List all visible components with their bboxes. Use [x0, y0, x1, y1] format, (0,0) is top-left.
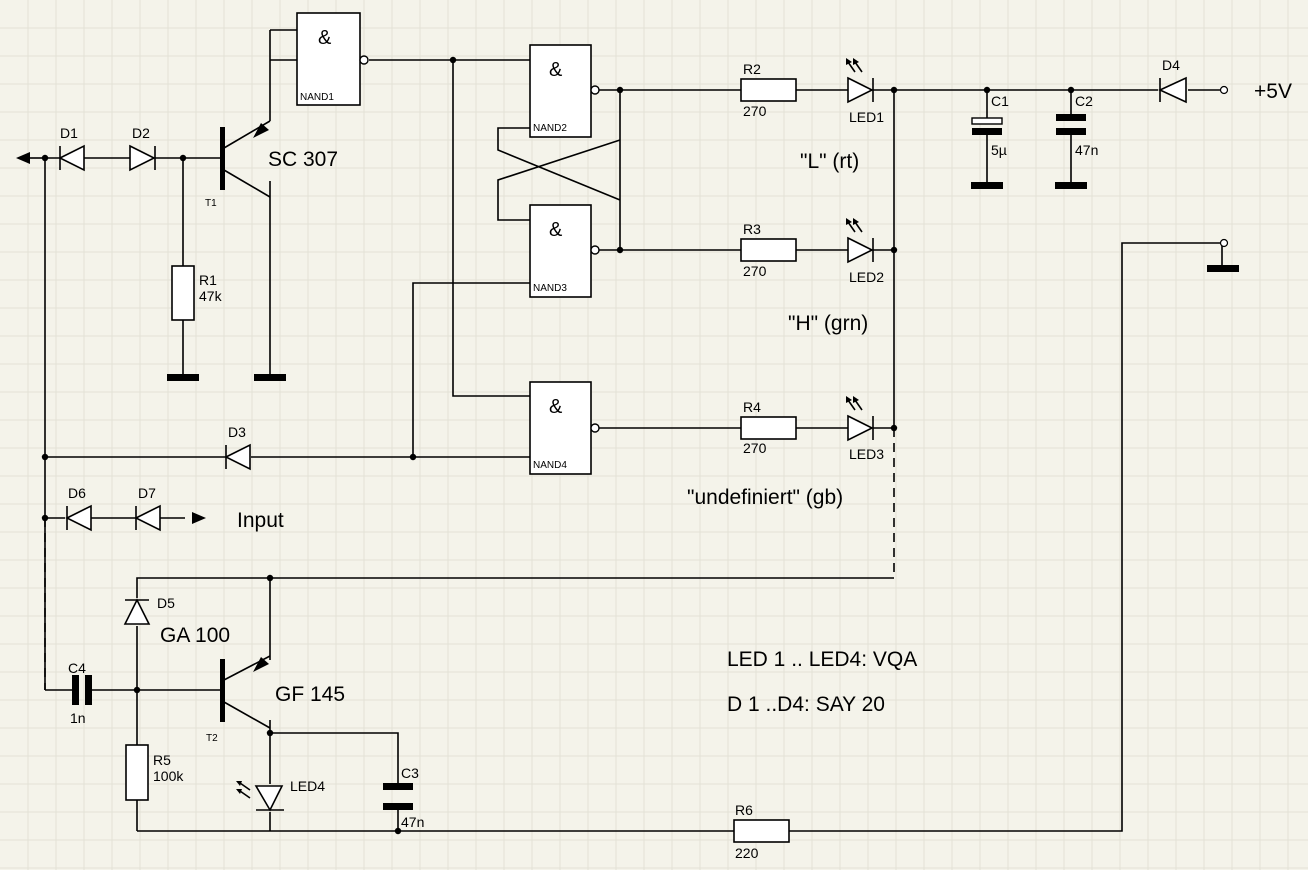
ground-terminal [1219, 238, 1229, 248]
nand1-label: NAND1 [300, 92, 334, 103]
led1-ref: LED1 [849, 109, 884, 125]
capacitor-c4: C4 1n [68, 660, 92, 726]
transistor-t2: T2 GF 145 [206, 655, 345, 744]
nand2-gate: & NAND2 [529, 44, 600, 138]
resistor-r2: R2 270 [740, 61, 797, 119]
d5-ref: D5 [157, 595, 175, 611]
led4-ref: LED4 [290, 778, 325, 794]
ground-symbol [971, 182, 1003, 189]
transistor-t1: T1 SC 307 [205, 120, 338, 209]
d6-ref: D6 [68, 485, 86, 501]
c4-ref: C4 [68, 660, 86, 676]
probe-tip-arrow [16, 152, 30, 164]
resistor-r4: R4 270 [740, 399, 797, 456]
r6-value: 220 [735, 845, 759, 861]
ground-symbol [1207, 265, 1239, 272]
state-undefined-label: "undefiniert" (gb) [687, 486, 843, 509]
nand1-symbol: & [318, 27, 332, 49]
r5-ref: R5 [153, 752, 171, 768]
led-led4: LED4 [236, 778, 325, 812]
diode-d3: D3 [224, 424, 251, 471]
c4-value: 1n [70, 710, 86, 726]
d5-type: GA 100 [160, 624, 230, 647]
diode-d5: D5 GA 100 [123, 595, 230, 647]
d2-ref: D2 [132, 125, 150, 141]
diode-d6: D6 [65, 485, 136, 532]
supply-terminal [1219, 85, 1229, 95]
r1-value: 47k [199, 288, 223, 304]
c3-value: 47n [401, 814, 424, 830]
state-low-label: "L" (rt) [800, 150, 859, 173]
ground-symbol [167, 374, 199, 381]
nand4-symbol: & [549, 396, 563, 418]
r3-value: 270 [743, 263, 767, 279]
t1-ref: T1 [205, 198, 217, 209]
c2-ref: C2 [1075, 93, 1093, 109]
c3-ref: C3 [401, 765, 419, 781]
t2-ref: T2 [206, 733, 218, 744]
led-led3: LED3 [846, 396, 884, 462]
note-leds: LED 1 .. LED4: VQA [727, 648, 917, 671]
nand3-label: NAND3 [533, 283, 567, 294]
led3-ref: LED3 [849, 446, 884, 462]
r2-value: 270 [743, 103, 767, 119]
c1-value: 5µ [991, 142, 1007, 158]
diode-d2: D2 [129, 125, 156, 172]
diode-d4: D4 [1158, 57, 1187, 104]
r4-value: 270 [743, 440, 767, 456]
d7-ref: D7 [138, 485, 156, 501]
nand2-label: NAND2 [533, 123, 567, 134]
r1-ref: R1 [199, 272, 217, 288]
r4-ref: R4 [743, 399, 761, 415]
state-high-label: "H" (grn) [788, 312, 868, 335]
r2-ref: R2 [743, 61, 761, 77]
ground-symbol [254, 374, 286, 381]
nand4-label: NAND4 [533, 460, 567, 471]
diode-d7: D7 [134, 485, 161, 532]
d3-ref: D3 [228, 424, 246, 440]
nand2-symbol: & [549, 59, 563, 81]
capacitor-c1: C1 5µ [971, 93, 1009, 158]
input-label: Input [237, 509, 284, 532]
led-led2: LED2 [846, 218, 884, 285]
capacitor-c3: C3 47n [383, 765, 424, 830]
nand3-symbol: & [549, 219, 563, 241]
nand4-gate: & NAND4 [529, 381, 600, 475]
resistor-r5: R5 100k [125, 744, 184, 801]
led2-ref: LED2 [849, 269, 884, 285]
d1-ref: D1 [60, 125, 78, 141]
resistor-r3: R3 270 [740, 221, 797, 279]
input-arrow [192, 512, 206, 524]
note-diodes: D 1 ..D4: SAY 20 [727, 693, 885, 716]
supply-label: +5V [1254, 80, 1292, 103]
ground-symbol [1055, 182, 1087, 189]
c1-ref: C1 [991, 93, 1009, 109]
capacitor-c2: C2 47n [1056, 93, 1098, 158]
r3-ref: R3 [743, 221, 761, 237]
resistor-r1: R1 47k [171, 265, 223, 321]
nand1-gate: & NAND1 [296, 12, 369, 106]
d4-ref: D4 [1162, 57, 1180, 73]
t2-type: GF 145 [275, 683, 345, 706]
wires [44, 29, 1223, 832]
r5-value: 100k [153, 768, 184, 784]
t1-type: SC 307 [268, 148, 338, 171]
nand3-gate: & NAND3 [529, 204, 600, 298]
junction-dots [41, 56, 1075, 835]
resistor-r6: R6 220 [733, 802, 790, 861]
c2-value: 47n [1075, 142, 1098, 158]
r6-ref: R6 [735, 802, 753, 818]
diode-d1: D1 [58, 125, 130, 172]
led-led1: LED1 [846, 58, 884, 125]
